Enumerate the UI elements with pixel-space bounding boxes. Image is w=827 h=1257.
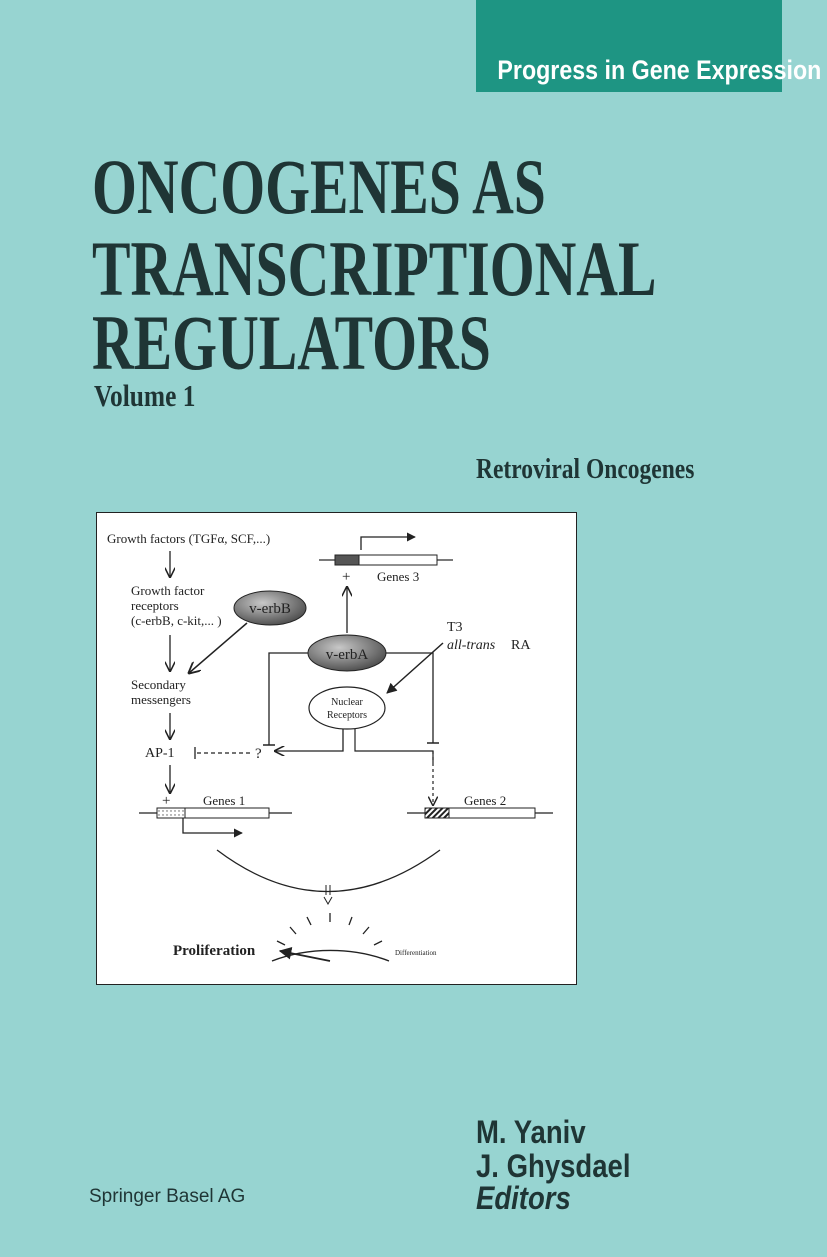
- cover-figure: Growth factors (TGFα, SCF,...) Growth fa…: [96, 512, 577, 985]
- proliferation-label: Proliferation: [173, 943, 256, 959]
- series-label: Progress in Gene Expression: [497, 55, 822, 85]
- v-erbb-label: v-erbB: [249, 601, 291, 617]
- growth-factors-label: Growth factors (TGFα, SCF,...): [107, 531, 270, 546]
- convergence-curve: [216, 849, 441, 893]
- nuclear-line-2: Receptors: [327, 710, 367, 721]
- arrow-verbb-to-secondary: [189, 622, 248, 673]
- verba-inhibit-right: [386, 652, 434, 743]
- v-erbb-oval: [233, 590, 307, 626]
- nuclear-receptors-oval: [308, 686, 386, 730]
- v-erba-label: v-erbA: [326, 647, 369, 663]
- ap1-label: AP-1: [145, 746, 175, 761]
- plus-genes3: +: [342, 569, 350, 585]
- implies-arrow: [323, 896, 333, 906]
- pathway-diagram: Growth factors (TGFα, SCF,...) Growth fa…: [107, 531, 553, 962]
- t3-label: T3: [447, 620, 463, 635]
- editor-name-1: M. Yaniv: [476, 1114, 586, 1150]
- genes1-box: [184, 807, 270, 819]
- series-band: Progress in Gene Expression: [476, 0, 822, 92]
- arrow-receptors-to-question: [275, 729, 344, 751]
- gauge-ticks: [276, 913, 383, 946]
- arrow-ligand-to-receptors: [386, 642, 444, 694]
- genes1-transcription-arrow: [182, 818, 243, 838]
- all-trans-label: all-trans: [447, 638, 496, 653]
- genes2-promoter: [424, 807, 450, 819]
- plus-genes1: +: [162, 793, 170, 809]
- genes3-promoter: [334, 554, 360, 566]
- secondary-line-1: Secondary: [131, 677, 186, 692]
- genes3-label: Genes 3: [377, 569, 419, 584]
- title-line-3: REGULATORS: [92, 299, 491, 386]
- genes3-box: [358, 554, 438, 566]
- receptors-to-genes2: [354, 729, 434, 803]
- genes3-transcription-arrow: [360, 532, 416, 550]
- differentiation-label: Differentiation: [395, 949, 437, 957]
- gf-receptors-line-3: (c-erbB, c-kit,... ): [131, 613, 222, 628]
- publisher: Springer Basel AG: [89, 1186, 246, 1207]
- ra-label: RA: [511, 638, 531, 653]
- volume-label: Volume 1: [94, 378, 196, 413]
- secondary-line-2: messengers: [131, 692, 191, 707]
- gauge-needle: [278, 947, 331, 962]
- genes2-box: [448, 807, 536, 819]
- question-mark: ?: [255, 746, 262, 762]
- genes2-label: Genes 2: [464, 793, 506, 808]
- subtitle: Retroviral Oncogenes: [476, 454, 695, 485]
- verba-inhibit-left: [268, 652, 308, 745]
- editor-name-2: J. Ghysdael: [476, 1148, 631, 1184]
- title-line-1: ONCOGENES AS: [92, 143, 546, 230]
- gf-receptors-line-1: Growth factor: [131, 583, 205, 598]
- title-line-2: TRANSCRIPTIONAL: [92, 225, 657, 312]
- genes1-label: Genes 1: [203, 793, 245, 808]
- editors-role: Editors: [476, 1180, 571, 1216]
- gf-receptors-line-2: receptors: [131, 598, 179, 613]
- nuclear-line-1: Nuclear: [331, 697, 363, 708]
- genes1-promoter: [156, 807, 186, 819]
